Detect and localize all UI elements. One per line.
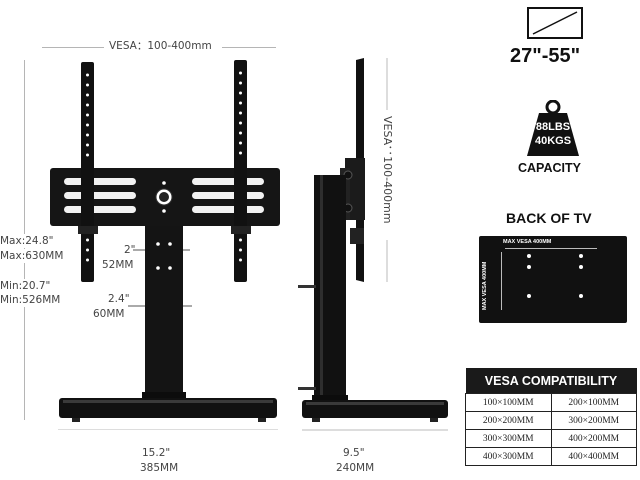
side-stand-drawing xyxy=(298,58,448,431)
back-of-tv-title: BACK OF TV xyxy=(506,210,592,226)
base-width-mm: 385MM xyxy=(140,462,179,474)
table-cell: 400×400MM xyxy=(550,447,637,466)
height-min-inches: Min:20.7" xyxy=(0,279,51,293)
column-width-mm: 52MM xyxy=(102,259,134,271)
front-column xyxy=(142,226,186,402)
table-row: 100×100MM 200×100MM xyxy=(465,393,637,412)
vesa-hole-mid-right xyxy=(579,265,583,269)
capacity-label: CAPACITY xyxy=(518,161,581,175)
base-depth-inches: 9.5" xyxy=(343,447,365,459)
vesa-compatibility-table: VESA COMPATIBILITY 100×100MM 200×100MM 2… xyxy=(465,368,637,466)
height-max-inches: Max:24.8" xyxy=(0,234,54,248)
front-base xyxy=(59,398,277,422)
table-cell: 400×200MM xyxy=(550,429,637,448)
column-gap-mm: 60MM xyxy=(93,308,125,320)
weight-kgs: 40KGS xyxy=(534,135,572,147)
tv-back-panel: MAX VESA 400MM MAX VESA 400MM xyxy=(479,236,627,323)
side-column xyxy=(314,175,346,400)
side-base xyxy=(302,400,448,422)
max-vesa-horizontal-line xyxy=(505,248,597,249)
table-cell: 200×100MM xyxy=(550,393,637,412)
vesa-hole-top-left xyxy=(527,254,531,258)
vesa-dimension-line-left xyxy=(42,47,104,48)
vesa-hole-mid-left xyxy=(527,265,531,269)
base-depth-mm: 240MM xyxy=(336,462,375,474)
table-cell: 300×200MM xyxy=(550,411,637,430)
table-cell: 200×200MM xyxy=(465,411,552,430)
side-vesa-label: VESA：100-400mm xyxy=(381,116,394,224)
front-stand-drawing xyxy=(50,60,280,430)
table-row: 400×300MM 400×400MM xyxy=(465,447,637,466)
vesa-hole-bottom-right xyxy=(579,294,583,298)
column-width-inches: 2" xyxy=(124,244,136,256)
vesa-dimension-line-right xyxy=(222,47,276,48)
column-gap-inches: 2.4" xyxy=(108,293,130,305)
table-row: 200×200MM 300×200MM xyxy=(465,411,637,430)
vesa-hole-top-right xyxy=(579,254,583,258)
vesa-table-title: VESA COMPATIBILITY xyxy=(465,368,637,394)
height-min-mm: Min:526MM xyxy=(0,293,61,307)
front-vesa-label: VESA：100-400mm xyxy=(109,40,212,52)
table-cell: 100×100MM xyxy=(465,393,552,412)
table-cell: 300×300MM xyxy=(465,429,552,448)
vesa-hole-bottom-left xyxy=(527,294,531,298)
weight-icon xyxy=(527,100,579,156)
max-vesa-horizontal-label: MAX VESA 400MM xyxy=(503,239,552,245)
weight-lbs: 88LBS xyxy=(535,121,571,133)
table-row: 300×300MM 400×200MM xyxy=(465,429,637,448)
max-vesa-vertical-line xyxy=(501,252,502,310)
front-mounting-plate xyxy=(50,168,280,226)
max-vesa-vertical-label: MAX VESA 400MM xyxy=(482,261,488,310)
table-cell: 400×300MM xyxy=(465,447,552,466)
screen-size-range: 27"-55" xyxy=(510,45,581,67)
base-width-inches: 15.2" xyxy=(142,447,171,459)
height-max-mm: Max:630MM xyxy=(0,249,64,263)
tv-screen-icon xyxy=(527,7,583,39)
